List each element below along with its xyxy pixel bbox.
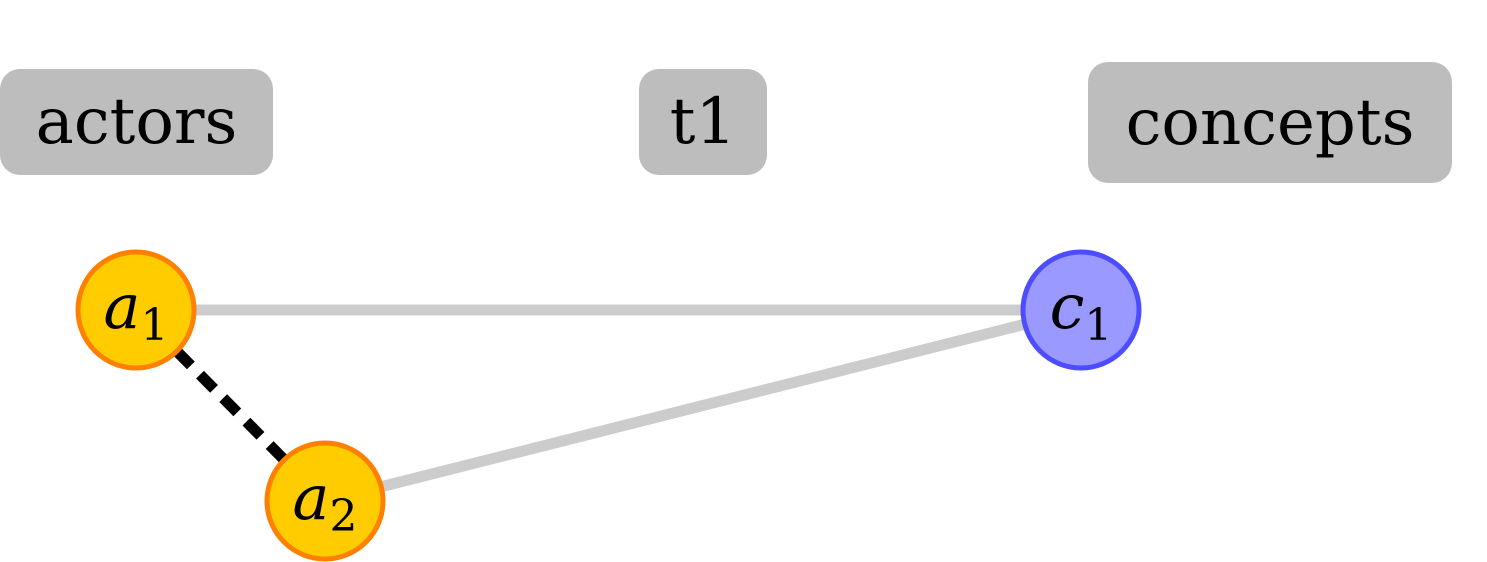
node-c1-letter: c <box>1050 270 1085 343</box>
group-label-actors: actors <box>0 69 273 175</box>
node-a1: a1 <box>75 249 197 371</box>
node-c1: c1 <box>1020 249 1142 371</box>
edge-a2-c1 <box>323 304 1083 507</box>
node-a2-label: a2 <box>293 461 358 542</box>
node-c1-label: c1 <box>1050 270 1113 351</box>
node-a1-label: a1 <box>104 270 169 351</box>
node-c1-circle <box>1020 249 1142 371</box>
node-a2-circle <box>264 440 386 562</box>
edge-a1-a2 <box>172 347 289 464</box>
node-a1-letter: a <box>104 270 141 343</box>
group-label-actors-text: actors <box>35 85 238 159</box>
edges-layer <box>136 304 1083 507</box>
node-a2-letter: a <box>293 461 330 534</box>
node-c1-subscript: 1 <box>1084 300 1112 351</box>
node-a2-subscript: 2 <box>329 491 357 542</box>
group-label-concepts-text: concepts <box>1125 85 1415 160</box>
group-label-t1: t1 <box>639 69 767 175</box>
node-a1-subscript: 1 <box>140 300 168 351</box>
group-label-concepts: concepts <box>1088 62 1452 183</box>
group-label-t1-text: t1 <box>669 85 737 159</box>
node-a2: a2 <box>264 440 386 562</box>
node-a1-circle <box>75 249 197 371</box>
